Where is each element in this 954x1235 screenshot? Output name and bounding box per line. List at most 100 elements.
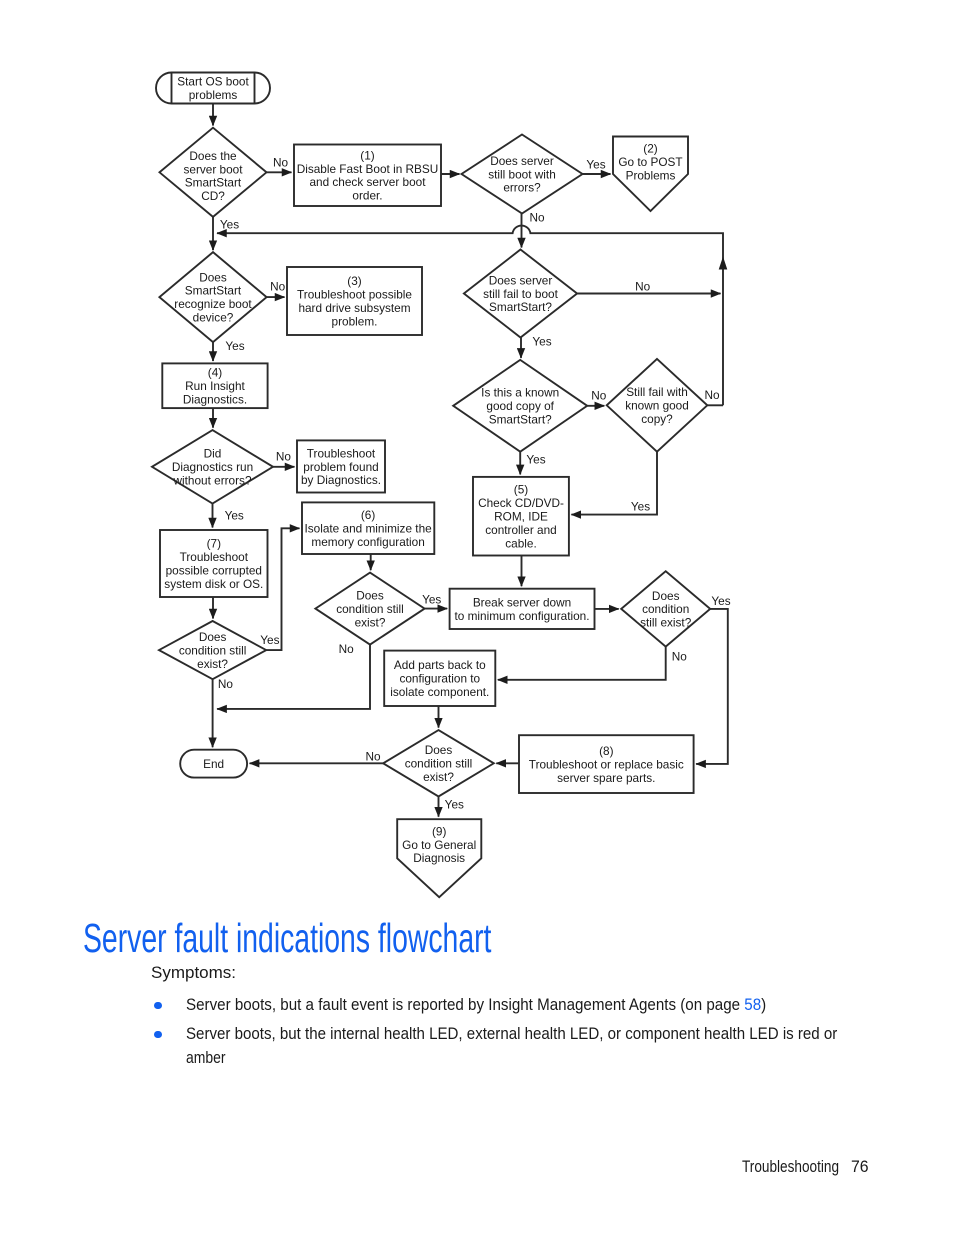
svg-text:system disk or OS.: system disk or OS. [164,577,263,591]
svg-text:condition still: condition still [336,602,404,616]
svg-text:Still fail with: Still fail with [626,385,688,399]
svg-text:isolate component.: isolate component. [390,685,489,699]
svg-text:Does: Does [425,743,453,757]
svg-text:(6): (6) [361,508,375,522]
svg-text:No: No [635,280,651,294]
svg-text:without errors?: without errors? [172,474,251,488]
svg-text:Does: Does [652,589,680,603]
svg-text:Yes: Yes [631,500,650,514]
svg-text:device?: device? [193,311,234,325]
svg-text:(2): (2) [643,142,657,156]
svg-text:CD?: CD? [201,189,225,203]
svg-text:Diagnosis: Diagnosis [413,851,465,865]
svg-text:(9): (9) [432,824,446,838]
svg-text:Yes: Yes [586,158,605,172]
svg-text:Yes: Yes [711,594,730,608]
svg-text:Yes: Yes [532,335,551,349]
svg-text:Does: Does [356,589,384,603]
svg-text:server boot: server boot [183,162,243,176]
svg-text:No: No [270,280,286,294]
svg-text:Yes: Yes [422,593,441,607]
svg-text:No: No [704,388,720,402]
svg-text:No: No [365,750,381,764]
svg-text:exist?: exist? [423,770,454,784]
svg-text:Troubleshoot or replace basic: Troubleshoot or replace basic [529,757,684,771]
svg-text:order.: order. [352,189,382,203]
svg-text:(1): (1) [360,149,374,163]
svg-text:Go to General: Go to General [402,838,476,852]
svg-text:exist?: exist? [355,615,386,629]
svg-text:Run Insight: Run Insight [185,379,245,393]
svg-text:No: No [218,677,234,691]
svg-text:possible corrupted: possible corrupted [166,564,262,578]
svg-text:recognize boot: recognize boot [174,297,252,311]
svg-text:Start OS boot: Start OS boot [177,75,249,89]
svg-text:End: End [203,757,224,771]
svg-text:known good: known good [625,399,689,413]
svg-text:to minimum configuration.: to minimum configuration. [454,609,589,623]
svg-text:Go to POST: Go to POST [618,155,682,169]
svg-text:Yes: Yes [225,339,244,353]
svg-text:No: No [672,649,688,663]
svg-text:configuration to: configuration to [399,672,480,686]
svg-text:Diagnostics run: Diagnostics run [172,460,253,474]
svg-text:condition still: condition still [179,643,247,657]
svg-text:copy?: copy? [641,412,673,426]
svg-text:condition: condition [642,602,689,616]
svg-text:Did: Did [204,447,222,461]
svg-text:SmartStart?: SmartStart? [489,413,552,427]
svg-text:(8): (8) [599,744,613,758]
svg-text:No: No [591,388,607,402]
svg-text:Does server: Does server [490,154,554,168]
svg-text:errors?: errors? [503,181,541,195]
svg-text:SmartStart?: SmartStart? [489,300,552,314]
svg-text:still fail to boot: still fail to boot [483,287,558,301]
svg-text:and check server boot: and check server boot [309,175,426,189]
svg-text:No: No [273,156,289,170]
svg-text:Add parts back to: Add parts back to [394,658,486,672]
svg-text:(5): (5) [514,483,528,497]
svg-text:Does: Does [199,270,227,284]
svg-text:good copy of: good copy of [486,399,554,413]
svg-text:by Diagnostics.: by Diagnostics. [301,473,381,487]
svg-text:Does: Does [199,630,227,644]
svg-text:Break server down: Break server down [473,595,571,609]
svg-text:memory configuration: memory configuration [311,535,424,549]
svg-text:No: No [339,642,355,656]
svg-text:Problems: Problems [626,169,676,183]
svg-text:(4): (4) [208,366,222,380]
svg-text:(7): (7) [207,537,221,551]
svg-text:still exist?: still exist? [640,616,692,630]
svg-text:Isolate and minimize the: Isolate and minimize the [304,522,432,536]
svg-text:Troubleshoot possible: Troubleshoot possible [297,288,412,302]
svg-text:Yes: Yes [220,218,239,232]
svg-text:controller and: controller and [485,523,556,537]
svg-text:hard drive subsystem: hard drive subsystem [298,301,410,315]
svg-text:SmartStart: SmartStart [185,284,242,298]
svg-text:(3): (3) [347,274,361,288]
svg-text:Yes: Yes [225,509,244,523]
svg-text:still boot with: still boot with [488,167,556,181]
svg-text:Is this a known: Is this a known [481,386,559,400]
svg-text:exist?: exist? [197,657,228,671]
svg-text:No: No [276,449,292,463]
svg-text:problem.: problem. [332,314,378,328]
svg-text:SmartStart: SmartStart [185,176,242,190]
svg-text:Yes: Yes [445,798,464,812]
svg-text:Diagnostics.: Diagnostics. [183,392,247,406]
svg-text:condition still: condition still [405,757,473,771]
svg-text:Does the: Does the [189,149,237,163]
svg-text:Yes: Yes [526,453,545,467]
svg-text:Check CD/DVD-: Check CD/DVD- [478,496,564,510]
svg-text:Troubleshoot: Troubleshoot [180,550,249,564]
svg-text:problems: problems [189,88,238,102]
svg-text:Troubleshoot: Troubleshoot [307,446,376,460]
svg-text:cable.: cable. [505,536,536,550]
svg-text:Yes: Yes [260,633,279,647]
svg-text:Disable Fast Boot in RBSU: Disable Fast Boot in RBSU [297,162,439,176]
svg-text:problem found: problem found [303,460,378,474]
svg-text:server spare parts.: server spare parts. [557,771,655,785]
svg-text:Does server: Does server [489,273,553,287]
svg-text:No: No [529,211,545,225]
svg-text:ROM, IDE: ROM, IDE [494,510,548,524]
